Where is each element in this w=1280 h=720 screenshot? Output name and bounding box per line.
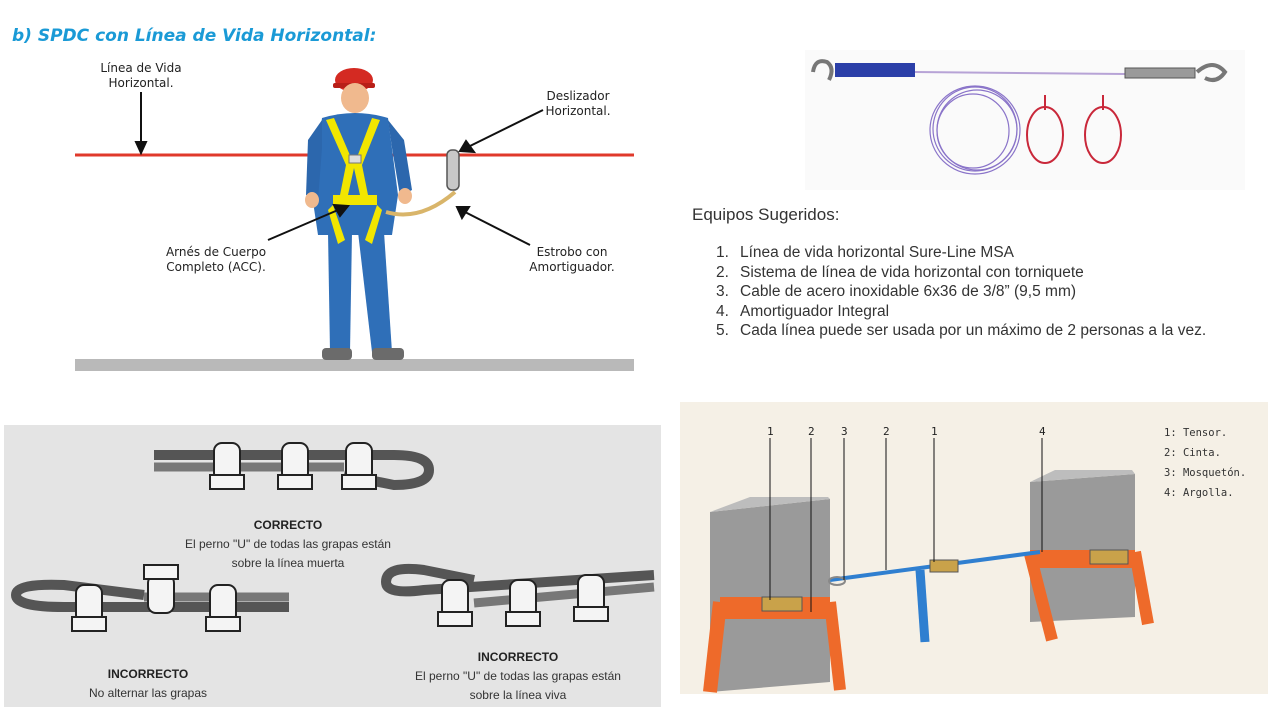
callout-1a: 1	[767, 425, 774, 438]
legend-item: 4: Argolla.	[1164, 487, 1234, 499]
callout-2a: 2	[808, 425, 815, 438]
equipment-title: Equipos Sugeridos:	[692, 205, 840, 224]
label-lanyard: Estrobo con Amortiguador.	[529, 245, 615, 274]
callout-4: 4	[1039, 425, 1046, 438]
legend-item: 2: Cinta.	[1164, 447, 1221, 459]
rope-correct	[154, 442, 435, 491]
callout-1b: 1	[931, 425, 938, 438]
worker-diagram	[75, 68, 634, 371]
label-lifeline: Línea de Vida Horizontal.	[100, 61, 182, 90]
label-slider: Deslizador Horizontal.	[545, 89, 611, 118]
caption-incorrect-left: INCORRECTO No alternar las grapas	[88, 667, 208, 700]
callout-2b: 2	[883, 425, 890, 438]
caption-correct: CORRECTO El perno "U" de todas las grapa…	[185, 518, 391, 570]
caption-incorrect-right: INCORRECTO El perno "U" de todas las gra…	[415, 650, 621, 702]
list-item: 5.Cada línea puede ser usada por un máxi…	[716, 322, 1207, 339]
clamps-panel	[4, 425, 661, 707]
legend-item: 3: Mosquetón.	[1164, 467, 1247, 479]
list-item: 3.Cable de acero inoxidable 6x36 de 3/8”…	[716, 283, 1077, 300]
strap-legend: 1: Tensor. 2: Cinta. 3: Mosquetón. 4: Ar…	[1164, 423, 1246, 503]
list-item: 1.Línea de vida horizontal Sure-Line MSA	[716, 244, 1014, 261]
list-item: 4.Amortiguador Integral	[716, 302, 890, 320]
equipment-list: 1.Línea de vida horizontal Sure-Line MSA…	[716, 243, 1206, 341]
panel-title: b) SPDC con Línea de Vida Horizontal:	[12, 26, 377, 46]
lanyard	[385, 190, 457, 217]
slider	[446, 149, 460, 191]
ground	[75, 359, 634, 371]
callout-3: 3	[841, 425, 848, 438]
rope-incorrect-right	[380, 563, 655, 627]
label-harness: Arnés de Cuerpo Completo (ACC).	[165, 245, 267, 274]
list-item: 2.Sistema de línea de vida horizontal co…	[716, 263, 1084, 281]
legend-item: 1: Tensor.	[1164, 427, 1228, 439]
equipment-photo	[805, 50, 1245, 190]
strap-illustration	[703, 438, 1154, 693]
rope-incorrect-left	[10, 564, 289, 632]
clamps-illustration	[10, 442, 655, 632]
